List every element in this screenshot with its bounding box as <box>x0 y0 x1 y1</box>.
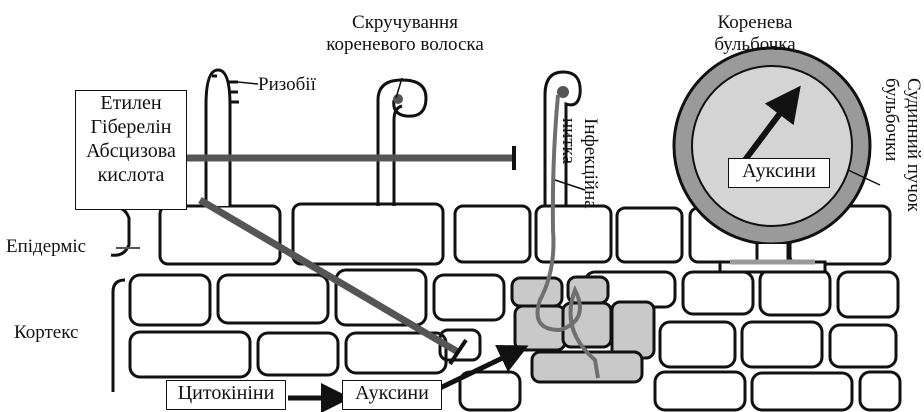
cortex-cell <box>760 270 830 315</box>
rhizobia-colony <box>393 94 403 104</box>
vascular-bundle-line2: бульбочки <box>880 78 902 212</box>
cortex-cell <box>258 333 338 375</box>
cortex-cell <box>752 373 852 410</box>
epidermis-cell <box>617 208 682 262</box>
hormone-ethylene: Етилен <box>76 91 186 115</box>
auxins-bottom-box: Ауксини <box>342 380 442 410</box>
cortex-bracket <box>113 280 125 392</box>
infected-cell <box>612 302 654 358</box>
hormone-abscisic-2: кислота <box>76 163 186 187</box>
cytokinins-box: Цитокініни <box>166 380 286 410</box>
root-nodule-line1: Коренева <box>690 12 820 34</box>
cortex-cell <box>838 272 898 317</box>
cortex-cell <box>655 372 745 410</box>
cortex-cell <box>860 372 900 410</box>
cortex-label: Кортекс <box>14 322 78 344</box>
cortex-cell <box>434 275 504 320</box>
vascular-bundle-line1: Судинний пучок <box>902 78 924 212</box>
cortex-cell <box>336 270 426 325</box>
epidermis-cell <box>536 206 611 262</box>
infection-thread-line2: нитка <box>557 118 579 209</box>
cortex-cell <box>130 275 210 325</box>
epidermis-cell <box>455 206 530 262</box>
inhibitor-hormones-box: Етилен Гіберелін Абсцизова кислота <box>75 90 187 210</box>
infection-thread-label: Інфекційна нитка <box>557 118 601 209</box>
root-nodule-line2: бульбочка <box>690 34 820 56</box>
infected-cell <box>512 278 562 306</box>
rhizobia-label: Ризобії <box>258 74 316 96</box>
root-hair-curling-line1: Скручування <box>300 12 510 34</box>
cortex-cell <box>130 332 250 377</box>
cortex-cell <box>683 272 753 314</box>
infection-thread-line1: Інфекційна <box>579 118 601 209</box>
cortex-cell <box>830 325 896 367</box>
epidermis-cell <box>293 204 443 264</box>
vascular-bundle-label: Судинний пучок бульбочки <box>880 78 924 212</box>
cortex-cell <box>742 322 822 367</box>
root-hair-rhizobia <box>206 70 230 206</box>
cortex-cell <box>660 322 735 367</box>
hormone-abscisic-1: Абсцизова <box>76 139 186 163</box>
root-hair-curling-label: Скручування кореневого волоска <box>300 12 510 56</box>
infected-cells <box>512 277 654 382</box>
hormone-gibberellins: Гіберелін <box>76 115 186 139</box>
root-nodule-label: Коренева бульбочка <box>690 12 820 56</box>
cortex-cell <box>218 275 328 323</box>
cortex-cell <box>460 372 520 410</box>
root-hair-curling-line2: кореневого волоска <box>300 34 510 56</box>
epidermis-label: Епідерміс <box>6 236 86 258</box>
infected-cell <box>532 352 642 382</box>
inhibition-line-to-infection <box>185 146 514 170</box>
auxins-nodule-box: Ауксини <box>728 158 830 188</box>
